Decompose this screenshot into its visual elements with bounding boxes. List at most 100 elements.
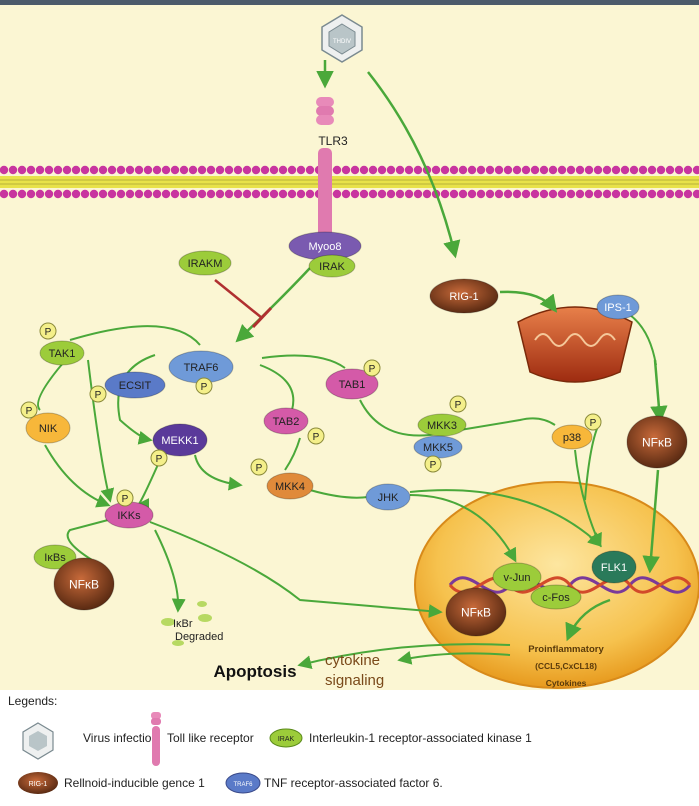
irakm-shape [178,250,232,276]
membrane-lipid-head [512,165,522,175]
membrane-lipid-head [440,165,450,175]
membrane-lipid-head [206,189,216,199]
membrane-lipid-head [494,189,504,199]
membrane-lipid-head [89,165,99,175]
flk1-node: FLK1 [591,550,637,584]
membrane-lipid-head [584,165,594,175]
irak-label: IRAK [319,261,345,273]
phosphate-marker: P [20,401,38,419]
ikbr-label-line2: Degraded [175,631,223,643]
membrane-lipid-head [179,189,189,199]
legend-traf6-icon-label: TRAF6 [233,782,253,788]
membrane-lipid-head [503,189,513,199]
phosphate-marker: P [116,489,134,507]
membrane-lipid-head [377,165,387,175]
phosphate-marker: P [584,413,602,431]
membrane-lipid-head [143,165,153,175]
ips1-node: IPS-1 [596,294,640,320]
membrane-lipid-head [458,165,468,175]
mkk3-node: MKK3 [417,413,467,437]
membrane-lipid-head [368,165,378,175]
mekk1-label: MEKK1 [161,435,198,447]
membrane-lipid-head [368,189,378,199]
membrane-lipid-head [674,165,684,175]
membrane-lipid-head [395,189,405,199]
ecsit-shape [104,371,166,399]
membrane-lipid-head [260,189,270,199]
membrane-lipid-head [143,189,153,199]
membrane-lipid-head [575,189,585,199]
membrane-lipid-head [116,165,126,175]
nfkb-right-shape [626,415,688,469]
phosphate-label: P [313,432,320,443]
phosphate-marker: P [449,395,467,413]
nucleus [414,481,699,689]
membrane-lipid-head [296,189,306,199]
membrane-lipid-head [224,189,234,199]
membrane-lipid-head [107,189,117,199]
membrane-lipid-head [683,165,693,175]
membrane-lipid-head [0,165,9,175]
membrane-lipid-head [206,165,216,175]
membrane-lipid-head [44,165,54,175]
membrane-lipid-head [656,165,666,175]
membrane-lipid-head [80,165,90,175]
membrane-lipid-head [296,165,306,175]
membrane-lipid-head [611,189,621,199]
nfkb-nucleus-label: NFκB [461,605,491,619]
membrane-lipid-head [17,165,27,175]
membrane-lipid-head [584,189,594,199]
phosphate-circle [89,385,107,403]
membrane-lipid-head [593,165,603,175]
mekk1-node: MEKK1 [152,423,208,457]
membrane-lipid-head [404,165,414,175]
vjun-label: v-Jun [504,572,531,584]
nfkb-right-node: NFκB [626,415,688,469]
phosphate-label: P [256,463,263,474]
jhk-label: JHK [378,492,399,504]
irakm-label: IRAKM [188,258,223,270]
membrane-lipid-head [359,189,369,199]
membrane-lipid-head [440,189,450,199]
ikks-label: IKKs [117,510,141,522]
p38-shape [551,424,593,450]
membrane-lipid-head [251,165,261,175]
phosphate-marker: P [424,455,442,473]
membrane-lipid-head [530,165,540,175]
membrane-lipid-head [665,189,675,199]
membrane-lipid-head [287,165,297,175]
membrane-lipid-head [197,189,207,199]
membrane-lipid-head [305,165,315,175]
membrane-lipid-head [350,189,360,199]
legend-traf6-icon [225,772,261,794]
membrane-lipid-head [692,165,699,175]
membrane-lipid-head [512,189,522,199]
membrane-lipid-head [98,165,108,175]
nfkb-right-label: NFκB [642,435,672,449]
phosphate-marker: P [363,359,381,377]
legend-traf6-text: TNF receptor-associated factor 6. [264,776,443,790]
membrane-lipid-head [278,189,288,199]
membrane-lipid-head [629,165,639,175]
membrane-lipid-head [548,165,558,175]
legend-title: Legends: [8,694,57,708]
membrane-lipid-head [647,165,657,175]
membrane-lipid-head [26,165,36,175]
nik-shape [25,412,71,444]
legend-tlr-text: Toll like receptor [167,731,254,745]
membrane-lipid-head [476,165,486,175]
irakm-inhibition [214,279,273,329]
mkk5-label: MKK5 [423,442,453,454]
phosphate-circle [307,427,325,445]
rig1-node: RIG-1 [429,278,499,314]
phosphate-label: P [590,418,597,429]
tab1-label: TAB1 [339,379,366,391]
membrane-lipid-head [386,165,396,175]
ikbs-shape [33,544,77,570]
nfkb-nucleus-shape [445,587,507,637]
membrane-lipid-head [62,189,72,199]
membrane-lipid-head [521,165,531,175]
membrane-lipid-head [71,189,81,199]
jhk-node: JHK [365,483,411,511]
apoptosis-label: Apoptosis [213,662,296,681]
